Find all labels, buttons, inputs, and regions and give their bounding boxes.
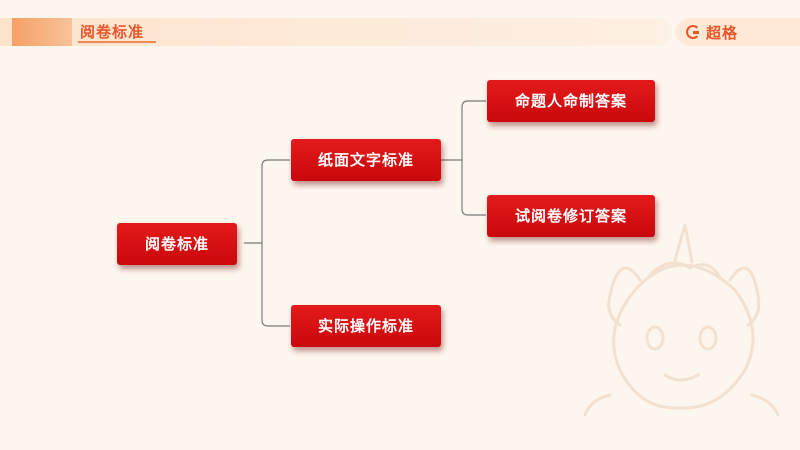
branch-paper-node: 纸面文字标准 [291,139,441,181]
page-title: 阅卷标准 [80,23,145,41]
g-logo-icon [686,25,700,39]
title-underline [78,41,156,43]
connector-paper-leaves [441,100,486,216]
brand-logo: 超格 [686,18,738,46]
root-node: 阅卷标准 [117,223,237,265]
header-accent [12,18,72,46]
leaf-proposer-node: 命题人命制答案 [487,80,655,122]
branch-practice-node: 实际操作标准 [291,305,441,347]
leaf-trial-node: 试阅卷修订答案 [487,195,655,237]
connector-root-branches [244,159,290,327]
brand-name: 超格 [706,23,739,42]
unicorn-mascot-icon [583,223,780,417]
